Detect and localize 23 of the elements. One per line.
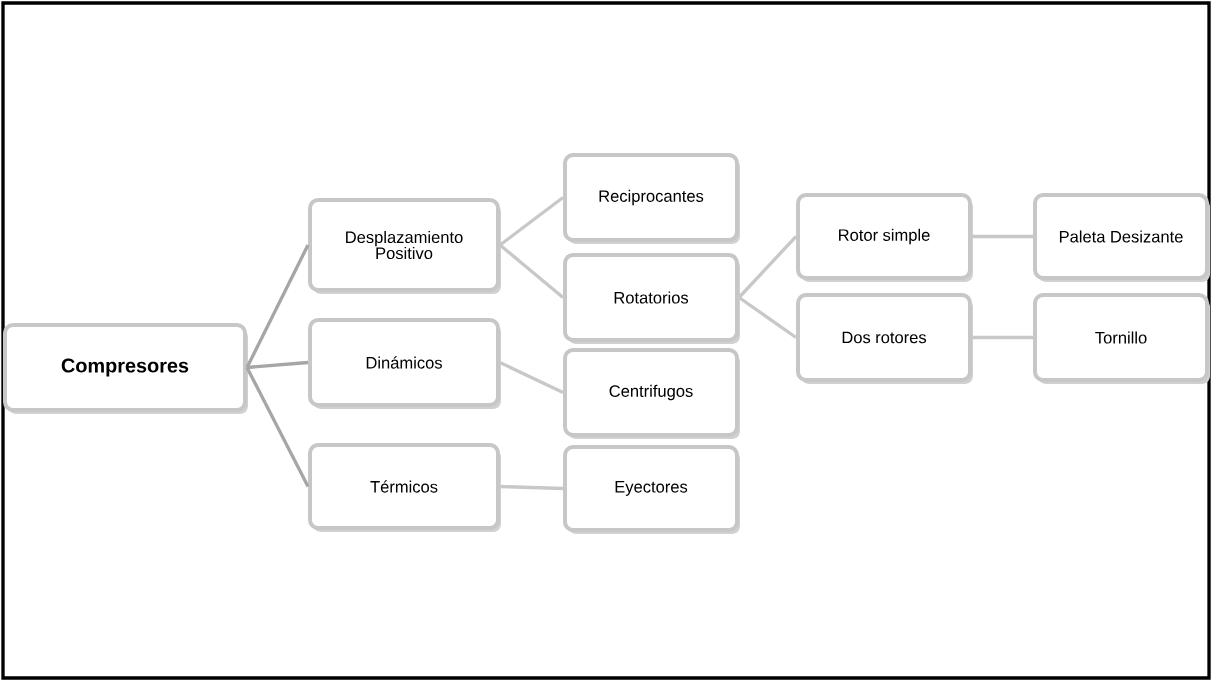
box: Desplazamiento Positivo [308, 198, 501, 294]
connector-line [738, 296, 797, 339]
box: Dos rotores [796, 293, 973, 384]
connector-line [245, 366, 310, 488]
connector-line [972, 335, 1033, 340]
box: Eyectores [563, 445, 740, 534]
box: Reciprocantes [563, 153, 740, 244]
box: Compresores [3, 323, 248, 414]
connector-line [499, 196, 564, 247]
box: Rotor simple [796, 193, 973, 282]
connector-line [499, 361, 564, 394]
box: Rotatorios [563, 253, 740, 344]
connector-line [498, 243, 565, 299]
box: Térmicos [308, 443, 501, 532]
connector-line [972, 234, 1033, 239]
box: Dinámicos [308, 318, 501, 409]
box: Tornillo [1033, 293, 1210, 384]
connector-line [737, 235, 798, 299]
connector-line [499, 484, 564, 491]
connector-line [245, 244, 310, 369]
connector-line [246, 360, 309, 370]
box: Centrifugos [563, 348, 740, 439]
box: Paleta Desizante [1033, 193, 1210, 282]
